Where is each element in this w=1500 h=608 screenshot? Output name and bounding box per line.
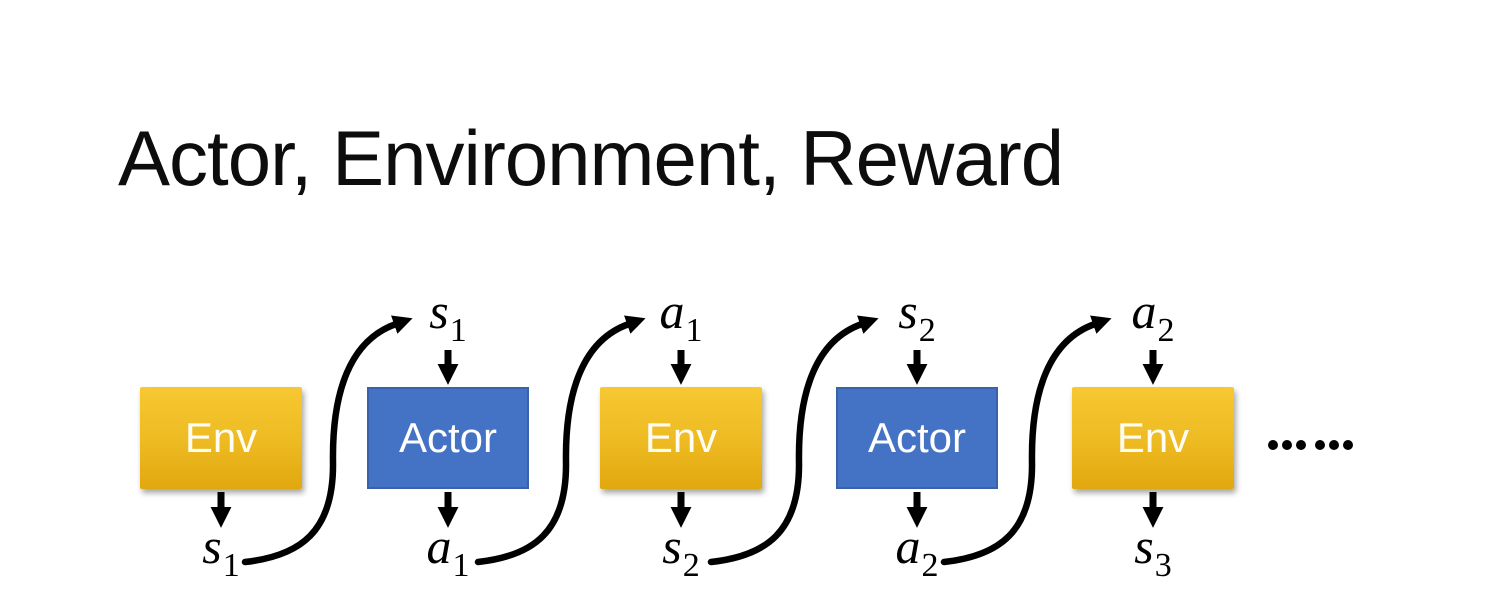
label-a1-top: a1 (659, 283, 703, 349)
label-s3-bottom: s3 (1134, 518, 1172, 584)
label-a2-bottom: a2 (895, 518, 939, 584)
label-s2-bottom: s2 (662, 518, 700, 584)
label-s2-top-base: s (898, 283, 918, 339)
label-a2-bottom-base: a (895, 518, 921, 574)
env-box-2-label: Env (644, 414, 718, 461)
label-s2-top: s2 (898, 283, 936, 349)
label-a1-bottom: a1 (426, 518, 470, 584)
actor-box-1: Actor (367, 387, 529, 489)
env-box-3-label: Env (1116, 414, 1190, 461)
label-s1-bottom-base: s (202, 518, 222, 574)
env-box-1: Env (140, 387, 302, 489)
label-s1-top-base: s (429, 283, 449, 339)
label-a2-top-base: a (1131, 283, 1157, 339)
env-box-3: Env (1072, 387, 1234, 489)
ellipsis-dot (1268, 440, 1278, 450)
label-s1-top: s1 (429, 283, 467, 349)
label-a1-bottom-base: a (426, 518, 452, 574)
ellipsis-dot (1282, 440, 1292, 450)
ellipsis-dot (1296, 440, 1306, 450)
ellipsis-dots (1268, 440, 1353, 450)
env-box-2: Env (600, 387, 762, 489)
ellipsis-dot (1315, 440, 1325, 450)
actor-box-2-label: Actor (867, 414, 967, 461)
label-a1-top-base: a (659, 283, 685, 339)
actor-box-1-label: Actor (398, 414, 498, 461)
slide-title: Actor, Environment, Reward (118, 114, 1064, 202)
label-a2-top: a2 (1131, 283, 1175, 349)
label-s3-bottom-base: s (1134, 518, 1154, 574)
label-s2-bottom-base: s (662, 518, 682, 574)
ellipsis-dot (1343, 440, 1353, 450)
ellipsis-dot (1329, 440, 1339, 450)
env-box-1-label: Env (184, 414, 258, 461)
label-s1-bottom: s1 (202, 518, 240, 584)
actor-box-2: Actor (836, 387, 998, 489)
